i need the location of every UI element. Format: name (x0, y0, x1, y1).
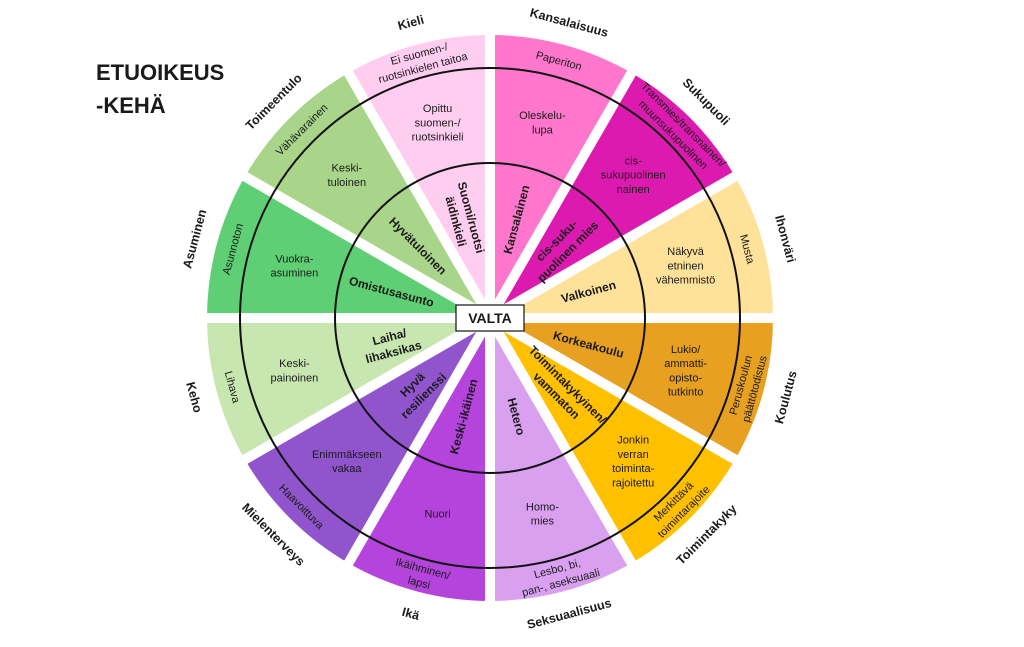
sector-4 (490, 318, 736, 564)
category-label-0: Kansalaisuus (528, 6, 610, 40)
sector-gap (487, 170, 742, 323)
middle-ring-label-1-line: nainen (617, 184, 650, 196)
category-label-0-line: Kansalaisuus (528, 6, 610, 40)
middle-ring-label-1-line: sukupuolinen (601, 170, 666, 182)
middle-ring-label-4-line: toiminta- (612, 463, 655, 475)
middle-ring-label-10: Keski-tuloinen (328, 163, 367, 189)
category-label-9: Asuminen (180, 208, 209, 270)
sector-7 (244, 318, 490, 564)
sector-gap (342, 66, 495, 321)
category-label-11: Kieli (396, 13, 425, 33)
middle-ring-label-3-line: ammatti- (664, 358, 707, 370)
center-label: VALTA (468, 310, 512, 326)
middle-ring-label-2-line: etninen (668, 260, 704, 272)
category-label-3-line: Koulutus (772, 369, 800, 425)
middle-ring-label-10-line: Keski- (332, 163, 363, 175)
category-label-2: Ihonväri (772, 214, 798, 265)
category-label-8-line: Keho (183, 380, 205, 414)
category-label-8: Keho (183, 380, 205, 414)
middle-ring-label-0-line: lupa (532, 124, 554, 136)
middle-ring-label-6: Nuori (424, 508, 450, 520)
middle-ring-label-7-line: Enimmäkseen (312, 449, 382, 461)
sector-gap (487, 313, 742, 466)
middle-ring-label-4-line: rajoitettu (612, 477, 654, 489)
center-box (455, 304, 525, 332)
outer-band-label-6-line: lapsi (406, 574, 431, 591)
category-label-9-line: Asuminen (180, 208, 209, 270)
middle-ring-label-4-line: Jonkin (617, 435, 649, 447)
title-line-2: -KEHÄ (96, 93, 166, 118)
middle-ring-label-3: Lukio/ammatti-opisto-tutkinto (664, 344, 707, 399)
category-label-11-line: Kieli (396, 13, 425, 33)
middle-ring-label-3-line: tutkinto (668, 387, 703, 399)
sector-gap (342, 315, 495, 570)
sector-1 (490, 72, 736, 318)
middle-ring-label-0: Oleskelu-lupa (519, 110, 566, 136)
middle-ring-label-8: Keski-painoinen (271, 358, 319, 384)
middle-ring-label-7-line: vakaa (332, 463, 362, 475)
category-label-2-line: Ihonväri (772, 214, 798, 265)
middle-ring-label-3-line: Lukio/ (671, 344, 701, 356)
sector-10 (244, 72, 490, 318)
category-label-3: Koulutus (772, 369, 800, 425)
middle-ring-label-5-line: Homo- (526, 501, 559, 513)
middle-ring-label-2-line: Näkyvä (667, 246, 705, 258)
diagram-title: ETUOIKEUS -KEHÄ (96, 56, 224, 122)
middle-ring-label-7: Enimmäkseen vakaa (312, 449, 382, 475)
middle-ring-label-0-line: Oleskelu- (519, 110, 566, 122)
middle-ring-label-6-line: Nuori (424, 508, 450, 520)
middle-ring-label-11-line: suomen-/ (415, 117, 462, 129)
title-line-1: ETUOIKEUS (96, 60, 225, 85)
middle-ring-label-2: Näkyvä etninen vähemmistö (656, 246, 715, 287)
middle-ring-label-11-line: Opittu (423, 103, 452, 115)
middle-ring-label-8-line: Keski- (279, 358, 310, 370)
middle-ring-label-1-line: cis- (625, 155, 642, 167)
middle-ring-label-4: Jonkin verran toiminta-rajoitettu (612, 435, 655, 490)
outer-ring-circle (239, 67, 741, 569)
middle-ring-label-9: Vuokra-asuminen (271, 253, 319, 279)
category-label-5-line: Seksuaalisuus (526, 596, 614, 632)
category-label-6: Ikä (400, 605, 420, 623)
middle-ring-label-9-line: Vuokra- (275, 253, 313, 265)
category-label-6-line: Ikä (400, 605, 420, 623)
middle-ring-label-11: Opittu suomen-/ ruotsinkieli (412, 103, 464, 144)
sector-gap (485, 66, 638, 321)
sector-gap (238, 313, 493, 466)
middle-ring-label-3-line: opisto- (669, 372, 702, 384)
middle-ring-label-5: Homo-mies (526, 501, 559, 527)
middle-ring-label-5-line: mies (531, 516, 555, 528)
sector-gap (485, 315, 638, 570)
inner-ring-circle (334, 162, 646, 474)
middle-ring-label-1: cis-sukupuolinen nainen (601, 155, 666, 196)
sector-gap (238, 170, 493, 323)
middle-ring-label-11-line: ruotsinkieli (412, 132, 464, 144)
middle-ring-label-9-line: asuminen (271, 268, 319, 280)
middle-ring-label-4-line: verran (618, 449, 649, 461)
middle-ring-label-10-line: tuloinen (328, 177, 367, 189)
category-label-5: Seksuaalisuus (526, 596, 614, 632)
middle-ring-label-2-line: vähemmistö (656, 275, 715, 287)
middle-ring-label-8-line: painoinen (271, 372, 319, 384)
